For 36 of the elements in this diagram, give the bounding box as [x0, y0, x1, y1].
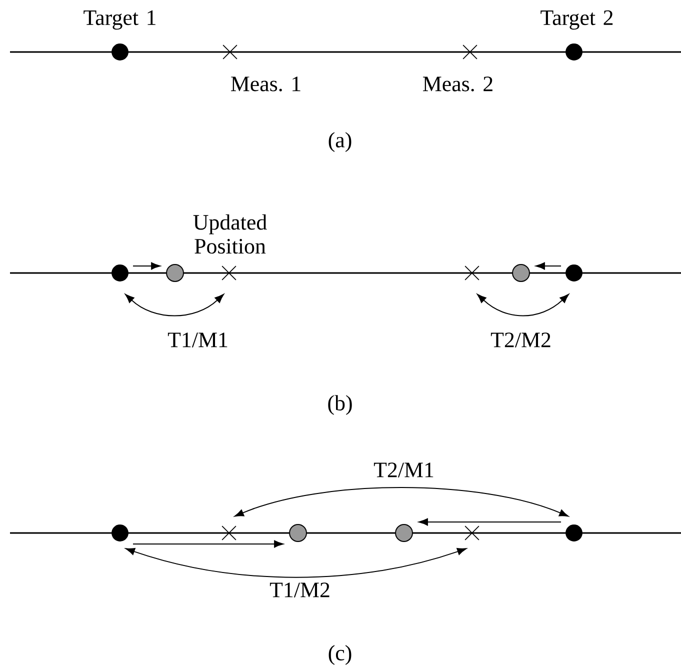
panel-label: (b) — [328, 395, 352, 415]
node-label: Updated Position — [193, 214, 267, 254]
target-dot — [112, 44, 128, 60]
updated-position-circle — [289, 524, 307, 542]
arrow — [536, 262, 562, 270]
node-label: Meas. 1 — [231, 76, 300, 92]
target-dot — [566, 524, 582, 542]
node-label: Target 1 — [84, 10, 156, 30]
measurement-cross — [464, 266, 480, 280]
updated-position-circle — [166, 264, 184, 282]
arrow — [126, 548, 466, 578]
panel-label: (a) — [328, 132, 352, 152]
target-dot — [112, 264, 128, 282]
arrow — [234, 486, 569, 517]
node-label: Meas. 2 — [423, 76, 492, 92]
measurement-cross — [464, 526, 480, 540]
panel-label: (c) — [328, 645, 352, 665]
target-dot — [566, 264, 582, 282]
arrow — [125, 294, 224, 316]
updated-position-circle — [395, 524, 413, 542]
edge-label: T1/M2 — [268, 580, 332, 600]
target-dot — [566, 44, 582, 60]
measurement-cross — [222, 44, 238, 60]
arrow — [477, 294, 569, 316]
measurement-cross — [222, 526, 236, 540]
arrow — [418, 518, 562, 526]
edge-label: T2/M2 — [488, 330, 554, 350]
arrow — [132, 540, 284, 548]
edge-label: T2/M1 — [372, 460, 436, 480]
measurement-cross — [222, 266, 236, 280]
measurement-cross — [462, 44, 478, 60]
edge-label: T1/M1 — [166, 330, 230, 350]
target-dot — [112, 524, 128, 542]
arrow — [132, 262, 160, 270]
updated-position-circle — [512, 264, 530, 282]
node-label: Target 2 — [540, 10, 613, 30]
